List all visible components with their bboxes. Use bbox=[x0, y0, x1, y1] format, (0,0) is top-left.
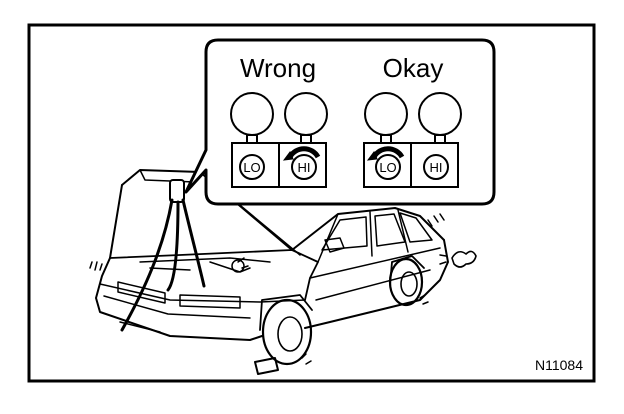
car-front bbox=[95, 257, 263, 341]
hose-1 bbox=[120, 198, 174, 332]
figure-code: N11084 bbox=[535, 357, 583, 373]
vibration-marks-rear bbox=[427, 213, 445, 227]
gauge-callout: Wrong Okay LO HI bbox=[184, 38, 496, 206]
wrong-label: Wrong bbox=[240, 53, 316, 83]
car-body-side bbox=[304, 239, 449, 329]
gauge-set-okay bbox=[363, 92, 462, 188]
lo-valve-label-okay: LO bbox=[379, 160, 396, 175]
gauge-hoses bbox=[120, 179, 206, 332]
headlight-left bbox=[117, 281, 166, 304]
car-roof bbox=[291, 207, 445, 251]
lo-valve-label-wrong: LO bbox=[243, 160, 260, 175]
front-wheel bbox=[261, 298, 313, 366]
rear-window bbox=[374, 213, 406, 247]
hi-valve-open-arrow bbox=[287, 146, 321, 159]
okay-label: Okay bbox=[383, 53, 444, 83]
hi-valve-label-okay: HI bbox=[430, 160, 443, 175]
wheel-chock bbox=[254, 357, 279, 375]
exhaust-puff bbox=[451, 250, 477, 268]
hi-valve-knob-wrong bbox=[291, 154, 317, 180]
front-window bbox=[321, 216, 368, 251]
vibration-marks-front bbox=[89, 261, 103, 271]
side-mirror bbox=[324, 237, 345, 253]
figure-frame bbox=[27, 23, 596, 383]
lo-valve-open-arrow bbox=[371, 146, 405, 159]
lo-valve-knob-wrong bbox=[239, 154, 265, 180]
hood-left-edge bbox=[109, 184, 123, 259]
car-drawing bbox=[89, 169, 477, 375]
hi-valve-knob-okay bbox=[423, 154, 449, 180]
hose-3 bbox=[181, 198, 206, 288]
lo-valve-knob-okay bbox=[375, 154, 401, 180]
headlight-right bbox=[179, 294, 241, 309]
gauge-set-wrong bbox=[230, 92, 328, 188]
hose-2 bbox=[166, 200, 180, 292]
hi-valve-label-wrong: HI bbox=[298, 160, 311, 175]
